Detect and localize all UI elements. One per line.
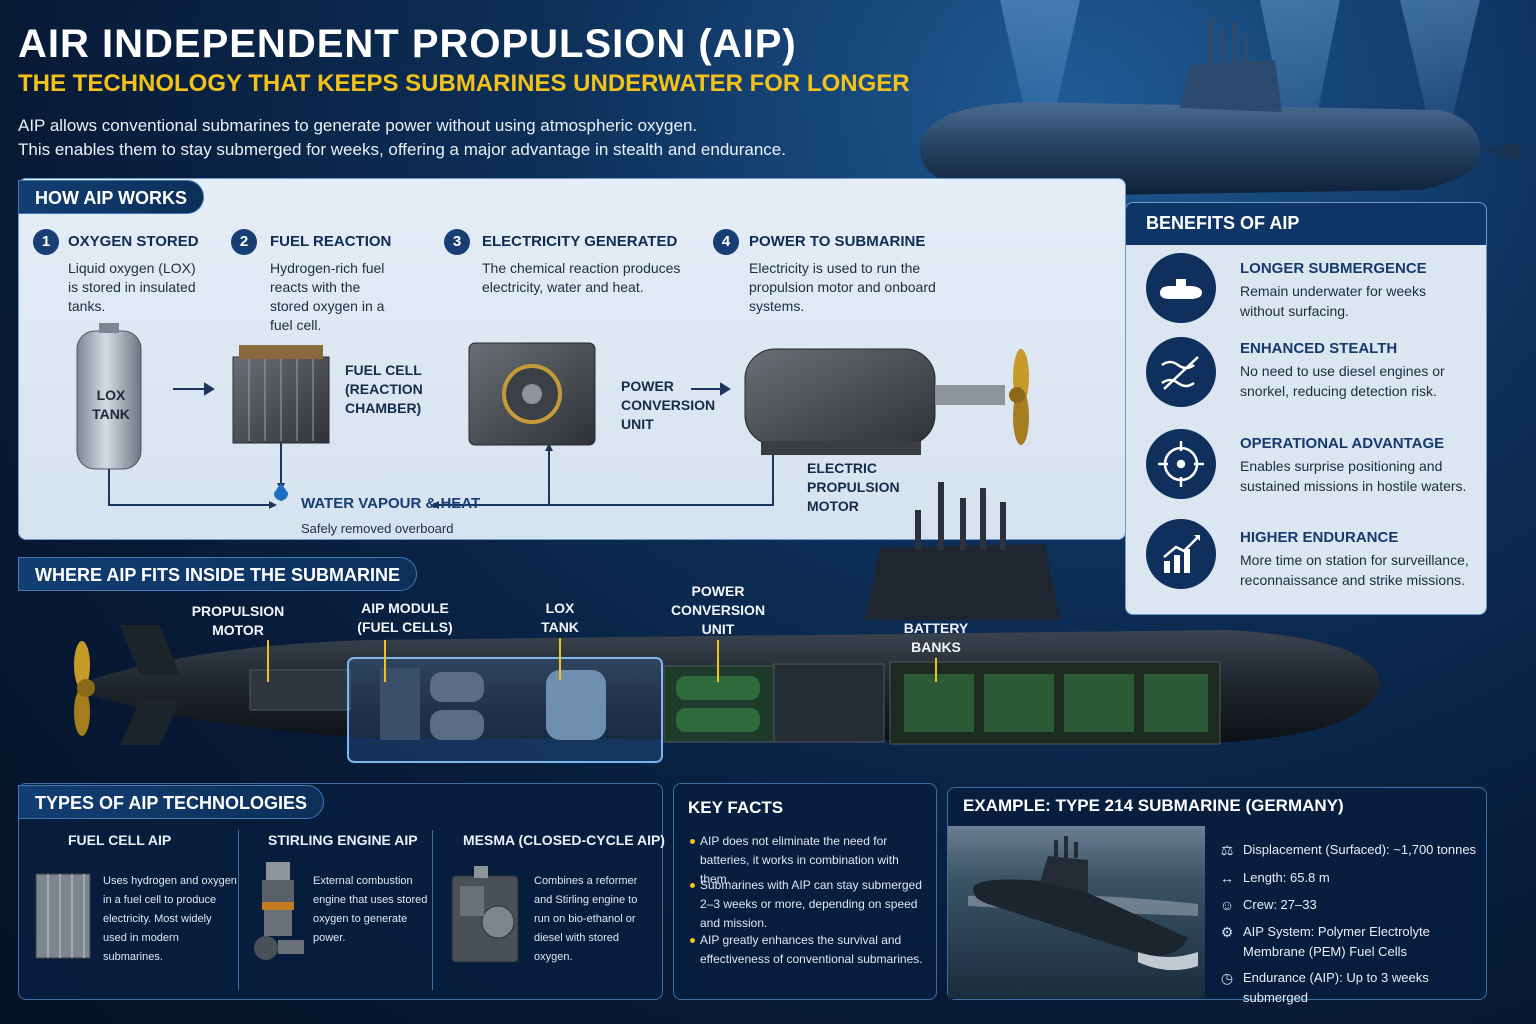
- type-3-description: Combines a reformer and Stirling engine …: [534, 875, 638, 963]
- target-icon: [1146, 429, 1216, 499]
- types-divider-2: [432, 830, 433, 990]
- types-divider-1: [238, 830, 239, 990]
- mesma-engine-icon: [451, 866, 519, 963]
- power-conversion-unit-icon: [468, 342, 596, 446]
- submarine-cutaway-image: [74, 482, 1380, 763]
- spec-aip-system: AIP System: Polymer Electrolyte Membrane…: [1243, 924, 1430, 959]
- growth-chart-icon: [1146, 519, 1216, 589]
- benefit-2-title: ENHANCED STEALTH: [1240, 340, 1398, 357]
- step-4-description: Electricity is used to run the propulsio…: [749, 260, 936, 314]
- fuel-cell-icon: [232, 345, 330, 444]
- step-3-title: ELECTRICITY GENERATED: [482, 233, 678, 250]
- clock-icon: ◷: [1220, 970, 1234, 986]
- water-vapour-description: Safely removed overboard: [301, 521, 454, 536]
- power-conversion-unit-label: POWER CONVERSION UNIT: [621, 378, 716, 432]
- step-1-title: OXYGEN STORED: [68, 233, 199, 250]
- water-vapour-title: WATER VAPOUR & HEAT: [301, 495, 481, 512]
- spec-endurance: Endurance (AIP): Up to 3 weeks submerged: [1243, 970, 1429, 1005]
- intro-text-line-1: AIP allows conventional submarines to ge…: [18, 116, 698, 135]
- benefit-2-description: No need to use diesel engines or snorkel…: [1240, 363, 1445, 399]
- lox-tank-label-line-2: TANK: [92, 406, 130, 422]
- benefit-1-title: LONGER SUBMERGENCE: [1240, 260, 1427, 277]
- step-1-number: 1: [33, 229, 59, 255]
- fact-bullet: [690, 883, 695, 888]
- crew-icon: ☺: [1219, 897, 1235, 913]
- benefits-header-bar: [1126, 203, 1486, 245]
- page-title: AIR INDEPENDENT PROPULSION (AIP): [18, 22, 797, 66]
- propulsion-motor-leader: [267, 640, 269, 682]
- water-drop-icon: [274, 483, 288, 501]
- key-facts-heading: KEY FACTS: [688, 798, 784, 817]
- electric-motor-icon: [744, 348, 1029, 455]
- battery-banks-label: BATTERY BANKS: [903, 620, 969, 655]
- battery-banks-leader: [935, 658, 937, 682]
- step-2-title: FUEL REACTION: [270, 233, 392, 250]
- aip-types-panel: [18, 783, 663, 1000]
- spec-length: Length: 65.8 m: [1243, 870, 1330, 885]
- fuel-cell-label: FUEL CELL (REACTION CHAMBER): [345, 362, 423, 416]
- aip-module-label: AIP MODULE (FUEL CELLS): [357, 600, 453, 635]
- type-2-description: External combustion engine that uses sto…: [313, 875, 428, 944]
- benefit-3-title: OPERATIONAL ADVANTAGE: [1240, 435, 1445, 452]
- fuel-cell-stack-icon: [35, 873, 91, 959]
- propulsion-motor-label: PROPULSION MOTOR: [191, 603, 285, 638]
- stirling-engine-icon: [254, 862, 304, 960]
- electric-motor-label: ELECTRIC PROPULSION MOTOR: [807, 460, 900, 514]
- where-aip-fits-heading: WHERE AIP FITS INSIDE THE SUBMARINE: [18, 557, 418, 591]
- type-1-title: FUEL CELL AIP: [68, 832, 172, 848]
- spec-crew: Crew: 27–33: [1243, 897, 1317, 912]
- aip-types-heading: TYPES OF AIP TECHNOLOGIES: [18, 785, 325, 819]
- weight-icon: ⚖: [1220, 842, 1234, 858]
- benefit-3-description: Enables surprise positioning and sustain…: [1240, 458, 1467, 494]
- page-subtitle: THE TECHNOLOGY THAT KEEPS SUBMARINES UND…: [18, 70, 910, 97]
- step-3-number: 3: [444, 229, 470, 255]
- fact-1: AIP does not eliminate the need for batt…: [700, 834, 899, 886]
- aip-module-leader: [384, 640, 386, 682]
- step-2-description: Hydrogen-rich fuel reacts with the store…: [270, 260, 385, 333]
- submarine-hero-image: [920, 0, 1520, 200]
- benefits-panel: BENEFITS OF AIP LONGER SUBMERGENCE Remai…: [1125, 202, 1487, 615]
- power-unit-cutaway-label: POWER CONVERSION UNIT: [670, 583, 766, 637]
- step-3-description: The chemical reaction produces electrici…: [482, 260, 681, 295]
- step-4-title: POWER TO SUBMARINE: [749, 233, 926, 250]
- step-2-number: 2: [231, 229, 257, 255]
- benefit-4-description: More time on station for surveillance, r…: [1240, 552, 1469, 588]
- stealth-icon: [1146, 337, 1216, 407]
- type-214-photo: [948, 826, 1205, 999]
- power-unit-leader: [717, 640, 719, 682]
- how-aip-works-panel: 1 OXYGEN STORED Liquid oxygen (LOX) is s…: [18, 178, 1126, 540]
- lox-tank-cutaway-label: LOX TANK: [541, 600, 579, 635]
- benefit-1-description: Remain underwater for weeks without surf…: [1240, 283, 1426, 319]
- how-aip-works-heading: HOW AIP WORKS: [18, 180, 204, 214]
- type-3-title: MESMA (CLOSED-CYCLE AIP): [463, 832, 665, 848]
- type-2-title: STIRLING ENGINE AIP: [268, 832, 418, 848]
- fact-bullet: [690, 839, 695, 844]
- lox-tank-leader: [559, 638, 561, 680]
- example-heading: EXAMPLE: TYPE 214 SUBMARINE (GERMANY): [963, 796, 1344, 815]
- key-facts-panel: [673, 783, 937, 1000]
- step-4-number: 4: [713, 229, 739, 255]
- benefit-4-title: HIGHER ENDURANCE: [1240, 529, 1399, 546]
- fact-bullet: [690, 938, 695, 943]
- fact-3: AIP greatly enhances the survival and ef…: [700, 933, 923, 966]
- lox-tank-label-line-1: LOX: [96, 387, 126, 403]
- type-1-description: Uses hydrogen and oxygen in a fuel cell …: [103, 875, 237, 963]
- benefits-heading: BENEFITS OF AIP: [1146, 213, 1300, 233]
- submarine-icon: [1146, 253, 1216, 323]
- step-1-description: Liquid oxygen (LOX) is stored in insulat…: [68, 260, 196, 314]
- aip-flow-diagram: [76, 323, 1029, 509]
- gear-icon: ⚙: [1220, 924, 1234, 940]
- fact-2: Submarines with AIP can stay submerged 2…: [700, 878, 922, 930]
- ruler-icon: ↔: [1220, 870, 1234, 886]
- spec-displacement: Displacement (Surfaced): ~1,700 tonnes: [1243, 842, 1477, 857]
- intro-text-line-2: This enables them to stay submerged for …: [18, 140, 786, 159]
